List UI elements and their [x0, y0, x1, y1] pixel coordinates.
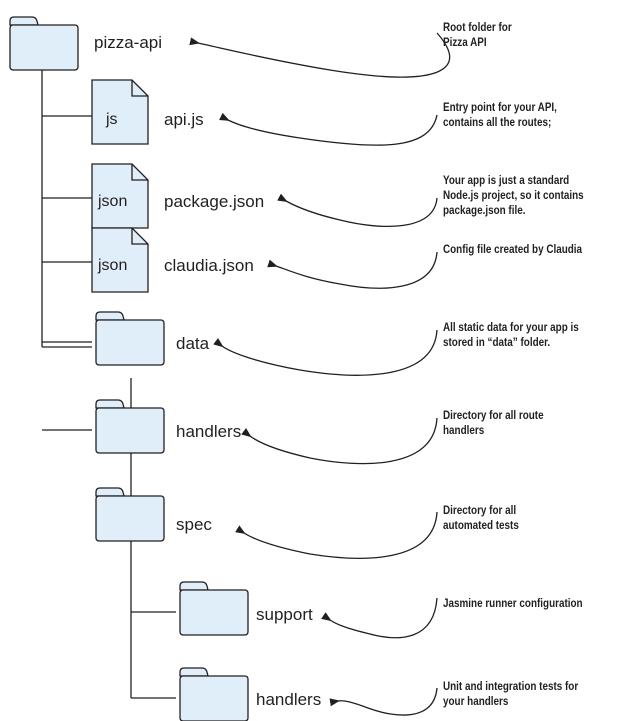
- file-badge: js: [105, 111, 118, 128]
- folder-icon: [179, 581, 249, 636]
- file-package-json: json package.json: [91, 163, 264, 229]
- folder-label-support: support: [256, 605, 313, 624]
- file-label-claudia-json: claudia.json: [164, 256, 254, 275]
- folder-label-spec-handlers: handlers: [256, 690, 321, 709]
- arrow-data: [213, 329, 438, 376]
- annotation-api-js: Entry point for your API, contains all t…: [443, 102, 557, 129]
- annotation-arrows: [189, 32, 451, 716]
- file-badge: json: [97, 193, 127, 210]
- folder-data: data: [95, 311, 210, 366]
- arrow-root: [189, 32, 451, 78]
- folder-spec-handlers: handlers: [179, 667, 321, 721]
- annotation-handlers: Directory for all route handlers: [443, 410, 544, 437]
- annotation-package-json: Your app is just a standard Node.js proj…: [443, 175, 584, 217]
- annotation-support: Jasmine runner configuration: [443, 598, 583, 610]
- arrow-package-json: [277, 193, 438, 227]
- arrow-support: [321, 597, 438, 639]
- annotation-spec-handlers: Unit and integration tests for your hand…: [443, 681, 579, 708]
- root-folder: pizza-api: [9, 16, 162, 71]
- file-claudia-json: json claudia.json: [91, 227, 254, 293]
- arrow-api-js: [219, 112, 438, 146]
- file-label-api-js: api.js: [164, 110, 204, 129]
- folder-handlers: handlers: [95, 399, 241, 454]
- folder-spec-real: spec: [176, 515, 212, 534]
- annotation-claudia-json: Config file created by Claudia: [443, 244, 583, 256]
- folder-icon: [179, 667, 249, 721]
- annotation-spec: Directory for all automated tests: [443, 505, 519, 532]
- arrow-claudia-json: [267, 251, 438, 289]
- annotation-root: Root folder for Pizza API: [443, 22, 512, 49]
- folder-label-spec: spec: [176, 515, 212, 534]
- folder-label-data: data: [176, 334, 210, 353]
- annotation-data: All static data for your app is stored i…: [443, 322, 579, 349]
- folder-label-pizza-api: pizza-api: [94, 33, 162, 52]
- arrow-spec-handlers: [329, 687, 438, 716]
- arrow-spec: [235, 511, 438, 559]
- folder-label-handlers: handlers: [176, 422, 241, 441]
- file-api-js: js api.js: [91, 79, 204, 145]
- file-label-package-json: package.json: [164, 192, 264, 211]
- folder-support: support: [179, 581, 313, 636]
- arrow-handlers: [241, 417, 438, 465]
- file-badge: json: [97, 257, 127, 274]
- tree-lines: [41, 70, 176, 699]
